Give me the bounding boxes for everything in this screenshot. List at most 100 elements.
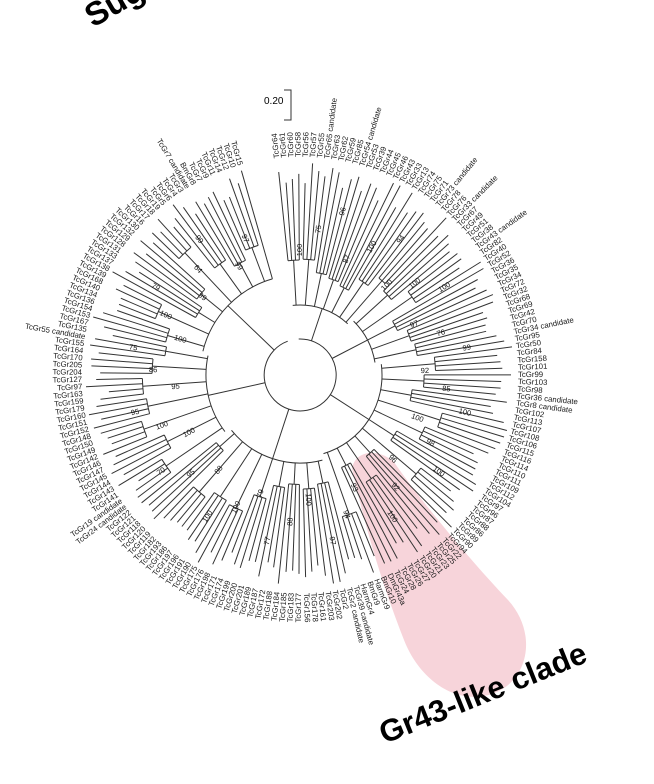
- subclade-arc: [163, 434, 172, 449]
- tip-branch: [325, 179, 352, 275]
- tip-label: TcGr170: [53, 351, 84, 362]
- tip-branch: [153, 450, 224, 520]
- tip-branch: [163, 486, 194, 519]
- tip-branch: [229, 178, 255, 247]
- clade-arc: [202, 278, 273, 352]
- tip-branch: [123, 284, 162, 306]
- bootstrap-value: 100: [173, 333, 188, 345]
- tip-branch: [394, 279, 478, 325]
- tip-branch: [91, 358, 153, 365]
- tip-branch: [277, 483, 290, 584]
- clade-arc: [231, 429, 323, 464]
- subclade-stem: [371, 335, 410, 350]
- subclade-arc: [288, 483, 300, 485]
- subclade-stem: [198, 441, 243, 493]
- tip-branch: [391, 251, 450, 300]
- tip-branch: [410, 396, 494, 414]
- subclade-arc: [245, 244, 259, 251]
- bootstrap-value: 100: [229, 500, 243, 515]
- bootstrap-value: 100: [181, 425, 196, 439]
- tip-branch: [140, 240, 203, 293]
- tip-label: TcGr156: [302, 593, 312, 623]
- tip-branch: [440, 417, 505, 438]
- tip-label: TcGr56: [301, 132, 311, 157]
- tip-branch: [342, 182, 394, 288]
- clade-stem: [272, 409, 290, 459]
- tip-branch: [186, 492, 215, 531]
- tip-branch: [103, 436, 147, 455]
- tip-branch: [170, 489, 198, 521]
- tip-branch: [368, 453, 440, 535]
- tip-branch: [415, 261, 481, 304]
- tip-branch: [337, 187, 377, 282]
- bootstrap-value: 99: [233, 260, 245, 272]
- tip-branch: [373, 449, 452, 528]
- tip-branch: [195, 213, 227, 261]
- tip-branch: [411, 392, 491, 407]
- subclade-stem: [331, 287, 345, 313]
- tip-branch: [285, 182, 293, 261]
- bootstrap-value: 79: [255, 488, 266, 499]
- tip-branch: [434, 354, 498, 363]
- tip-label: TcGr203: [323, 591, 336, 621]
- subclade-stem: [373, 409, 423, 434]
- clade-stem: [331, 339, 368, 359]
- tip-branch: [118, 303, 156, 320]
- tip-branch: [369, 479, 418, 553]
- tip-branch: [113, 438, 167, 466]
- subclade-arc: [303, 487, 315, 490]
- tip-label: TcGr185: [278, 591, 289, 622]
- tip-branch: [320, 483, 341, 582]
- tip-branch: [115, 288, 160, 310]
- tip-branch: [95, 338, 166, 352]
- subclade-stem: [219, 448, 253, 497]
- subclade-stem: [381, 363, 436, 369]
- tip-branch: [212, 508, 239, 565]
- tip-branch: [423, 382, 501, 389]
- tip-branch: [195, 201, 235, 267]
- tip-branch: [239, 497, 263, 569]
- tip-branch: [410, 258, 462, 296]
- tip-branch: [96, 398, 147, 407]
- tip-label: TcGr158: [517, 354, 547, 365]
- tip-label: TcGr64: [270, 132, 282, 159]
- bootstrap-value: 64: [192, 263, 204, 275]
- tip-branch: [385, 234, 449, 295]
- subclade-stem: [346, 442, 372, 479]
- bootstrap-value: 99: [197, 290, 209, 302]
- tip-branch: [285, 484, 293, 572]
- subclade-stem: [374, 349, 417, 360]
- bootstrap-value: 97: [327, 536, 337, 546]
- tip-branch: [365, 455, 430, 534]
- tip-branch: [187, 495, 219, 540]
- clade-stem: [227, 305, 275, 351]
- tip-label: TcGr159: [54, 396, 84, 408]
- tip-label: TcGr98: [517, 384, 543, 395]
- tip-branch: [306, 488, 313, 572]
- bootstrap-value: 100: [458, 406, 472, 418]
- tip-branch: [349, 462, 397, 544]
- subclade-arc: [407, 291, 417, 303]
- tip-branch: [173, 226, 192, 248]
- tip-branch: [138, 463, 165, 482]
- tip-branch: [302, 183, 306, 260]
- tip-branch: [302, 488, 307, 578]
- tip-branch: [420, 467, 452, 492]
- subclade-arc: [303, 258, 315, 261]
- tip-branch: [408, 301, 494, 335]
- tip-branch: [194, 497, 223, 542]
- subclade-stem: [345, 280, 383, 323]
- tip-branch: [117, 310, 170, 330]
- bootstrap-value: 100: [200, 509, 214, 524]
- tip-branch: [88, 403, 148, 416]
- tip-branch: [442, 412, 508, 431]
- tip-label: TcGr58: [294, 132, 303, 157]
- tip-branch: [417, 471, 454, 502]
- tip-branch: [313, 488, 326, 576]
- tip-branch: [125, 270, 198, 315]
- tip-branch: [195, 500, 227, 553]
- subclade-stem: [259, 458, 274, 497]
- bootstrap-value: 85: [442, 384, 451, 394]
- tip-branch: [93, 316, 167, 339]
- scale-bar-label: 0.20: [264, 96, 284, 107]
